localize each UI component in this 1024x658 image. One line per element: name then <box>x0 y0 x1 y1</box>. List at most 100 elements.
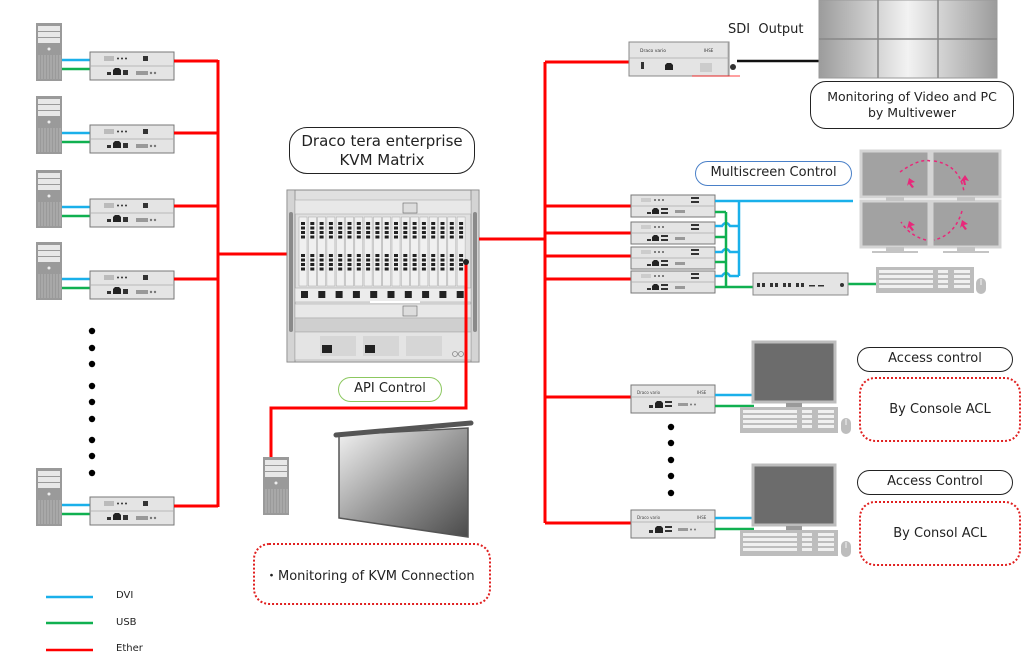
rj45-port <box>347 222 352 225</box>
ellipsis-dot <box>88 382 96 390</box>
rj45-port <box>403 267 408 271</box>
rj45-port <box>412 231 417 234</box>
rj45-port <box>356 254 361 257</box>
acl-caption-box-1: By Console ACL <box>859 377 1021 442</box>
rj45-port <box>421 222 426 225</box>
pc-tower-icon <box>35 467 63 527</box>
sdi-extender: Draco vario IHSE <box>628 41 740 77</box>
video-wall-icon <box>818 0 998 79</box>
rj45-port <box>328 226 333 230</box>
rj45-port <box>440 231 445 234</box>
rj45-port <box>384 267 389 271</box>
rj45-port <box>310 267 315 271</box>
rj45-port <box>431 258 436 262</box>
fan-slot <box>404 291 412 298</box>
rj45-port <box>394 263 398 266</box>
console-extender-icon <box>630 270 716 294</box>
ether-bus-right <box>479 60 631 525</box>
sdi-extender-model: IHSE <box>704 48 714 53</box>
rj45-port <box>347 258 352 262</box>
mouse-icon <box>975 277 987 295</box>
rj45-port <box>459 258 464 262</box>
rj45-port <box>449 258 454 262</box>
console-2 <box>630 463 852 558</box>
io-card <box>447 216 457 287</box>
rj45-port <box>403 254 408 257</box>
multiviewer-caption-box: Monitoring of Video and PC by Multivewer <box>810 81 1014 129</box>
io-card <box>298 216 308 287</box>
multiscreen-control-label: Multiscreen Control <box>695 161 852 186</box>
fan-slot <box>422 291 430 298</box>
power-inlet-icon <box>365 345 375 353</box>
fan-slot <box>439 291 447 298</box>
kvm-monitoring-caption: ・Monitoring of KVM Connection <box>265 568 475 584</box>
source-pc-1 <box>35 22 175 82</box>
rj45-port <box>347 235 352 239</box>
projection-screen-icon <box>333 420 474 538</box>
power-inlet-icon <box>322 345 332 353</box>
multiscreen-dvi-lines <box>715 199 853 278</box>
matrix-label-line2: KVM Matrix <box>339 150 425 169</box>
rj45-port <box>347 263 352 266</box>
rj45-port <box>412 222 417 225</box>
io-card <box>308 216 317 287</box>
matrix-label-line1: Draco tera enterprise <box>301 131 463 150</box>
rj45-port <box>347 226 352 230</box>
legend <box>46 595 93 652</box>
rj45-port <box>394 254 398 257</box>
rj45-port <box>375 222 380 225</box>
rj45-port <box>338 235 343 239</box>
console-extender-icon <box>630 221 716 245</box>
mouse-icon <box>840 417 852 435</box>
rj45-port <box>366 226 371 230</box>
rj45-port <box>449 263 454 266</box>
rj45-port <box>356 226 361 230</box>
rj45-port <box>338 267 343 271</box>
ether-bus-left <box>174 59 288 508</box>
io-card <box>335 216 345 287</box>
io-card <box>317 216 326 287</box>
rj45-port <box>319 231 324 234</box>
rj45-port <box>459 254 464 257</box>
rj45-port <box>356 231 361 234</box>
rj45-port <box>328 254 333 257</box>
pc-tower-icon <box>35 241 63 301</box>
rj45-port <box>403 226 408 230</box>
rj45-port <box>403 235 408 239</box>
rj45-port <box>384 222 389 225</box>
ellipsis-dot <box>667 423 675 431</box>
rj45-port <box>431 231 436 234</box>
rj45-port <box>310 254 315 257</box>
rj45-port <box>366 258 371 262</box>
rj45-port <box>356 222 361 225</box>
cpu-extender-icon <box>89 270 175 300</box>
io-card <box>345 216 354 287</box>
rj45-port <box>440 235 445 239</box>
console-ellipsis <box>667 423 675 497</box>
rj45-port <box>384 254 389 257</box>
rj45-port <box>319 267 324 271</box>
rj45-port <box>440 258 445 262</box>
io-card <box>428 216 438 287</box>
rj45-port <box>375 231 380 234</box>
io-card <box>410 216 419 287</box>
rj45-port <box>421 263 426 266</box>
rj45-port <box>356 263 361 266</box>
sdi-output-label: SDI Output <box>728 22 804 37</box>
acl-caption-1: By Console ACL <box>889 402 991 417</box>
ether-line-api <box>269 262 468 458</box>
usb-switch-icon <box>752 272 849 296</box>
ellipsis-dot <box>667 489 675 497</box>
bnc-connector-icon <box>730 64 736 70</box>
rj45-port <box>412 235 417 239</box>
rj45-port <box>459 235 464 239</box>
monitor-icon <box>751 340 837 416</box>
rj45-port <box>301 222 305 225</box>
rj45-port <box>310 235 315 239</box>
rj45-port <box>301 226 305 230</box>
rj45-port <box>301 231 305 234</box>
io-card <box>363 216 373 287</box>
access-control-label-1: Access control <box>857 347 1013 372</box>
rj45-port <box>449 226 454 230</box>
rj45-port <box>394 258 398 262</box>
